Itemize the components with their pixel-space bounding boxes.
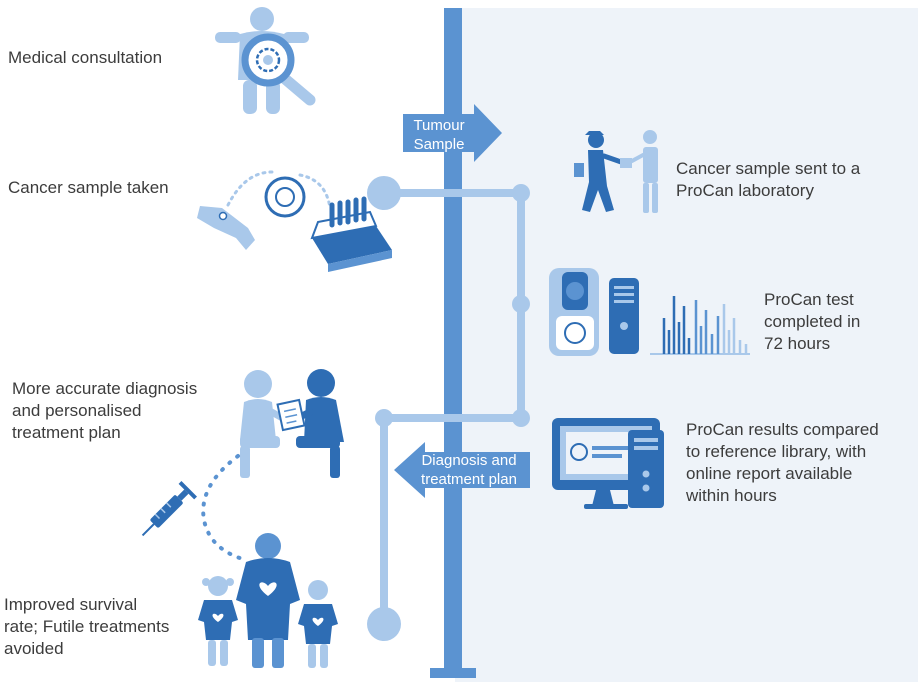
results-flow-connector [367, 409, 521, 641]
mass-spectrometer-icon [549, 268, 639, 356]
laboratory-panel [455, 8, 918, 682]
family-icon [198, 533, 338, 668]
diagnosis-arrow [394, 442, 530, 498]
label-sample-sent: Cancer sample sent to a ProCan laborator… [676, 159, 861, 200]
spectrum-icon [650, 296, 750, 355]
consultation-icon [215, 7, 316, 114]
arrow-label-diagnosis-plan: Diagnosis and treatment plan [421, 452, 517, 488]
arrow-label-tumour-sample: Tumour Sample [413, 117, 465, 153]
label-results-compared: ProCan results compared to reference lib… [686, 420, 879, 505]
label-test-completed: ProCan test completed in 72 hours [764, 290, 861, 353]
computer-icon [552, 418, 664, 509]
tumour-sample-arrow [403, 104, 502, 162]
sample-taken-icon [197, 170, 392, 272]
treatment-path [201, 454, 248, 562]
courier-icon [574, 130, 658, 213]
label-sample-taken: Cancer sample taken [8, 178, 169, 197]
doctor-patient-icon [240, 369, 344, 478]
sample-flow-connector [367, 176, 530, 427]
label-diagnosis: More accurate diagnosis and personalised… [12, 379, 198, 442]
label-outcome: Improved survival rate; Futile treatment… [4, 595, 170, 658]
syringe-icon [141, 481, 197, 537]
timeline-bar [430, 8, 476, 678]
label-medical-consultation: Medical consultation [8, 48, 163, 67]
